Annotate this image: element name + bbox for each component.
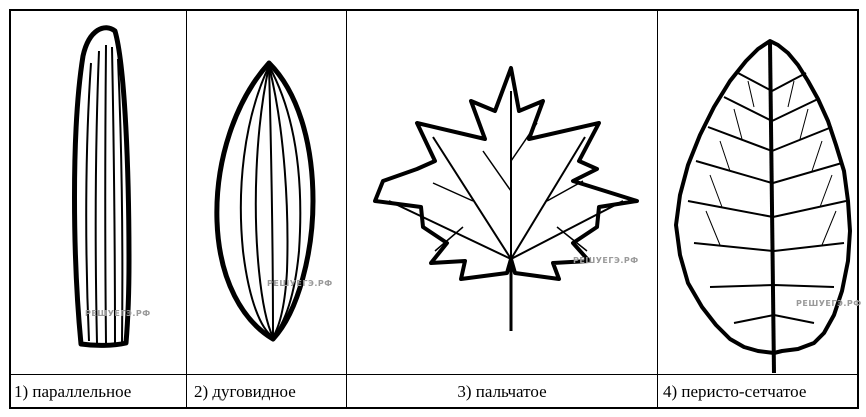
parallel-vein-leaf-icon: РЕШУЕГЭ.РФ — [11, 11, 186, 374]
palmate-vein-leaf-icon: РЕШУЕГЭ.РФ — [347, 11, 657, 374]
caption-pinnate: 4) перисто-сетчатое — [663, 375, 857, 409]
leaf-cell-arcuate: РЕШУЕГЭ.РФ — [187, 11, 346, 374]
watermark: РЕШУЕГЭ.РФ — [267, 279, 333, 288]
leaf-cell-parallel: РЕШУЕГЭ.РФ — [11, 11, 186, 374]
caption-parallel: 1) параллельное — [14, 375, 186, 409]
leaf-venation-table: РЕШУЕГЭ.РФ РЕШУЕГЭ.РФ РЕШУЕГЭ.РФ — [9, 9, 859, 409]
pinnate-net-vein-leaf-icon: РЕШУЕГЭ.РФ — [658, 11, 861, 374]
caption-palmate: 3) пальчатое — [347, 375, 657, 409]
watermark: РЕШУЕГЭ.РФ — [85, 309, 151, 318]
leaf-cell-palmate: РЕШУЕГЭ.РФ — [347, 11, 657, 374]
watermark: РЕШУЕГЭ.РФ — [573, 256, 639, 265]
leaf-cell-pinnate: РЕШУЕГЭ.РФ — [658, 11, 861, 374]
arcuate-vein-leaf-icon: РЕШУЕГЭ.РФ — [187, 11, 346, 374]
watermark: РЕШУЕГЭ.РФ — [796, 299, 861, 308]
caption-arcuate: 2) дуговидное — [194, 375, 346, 409]
